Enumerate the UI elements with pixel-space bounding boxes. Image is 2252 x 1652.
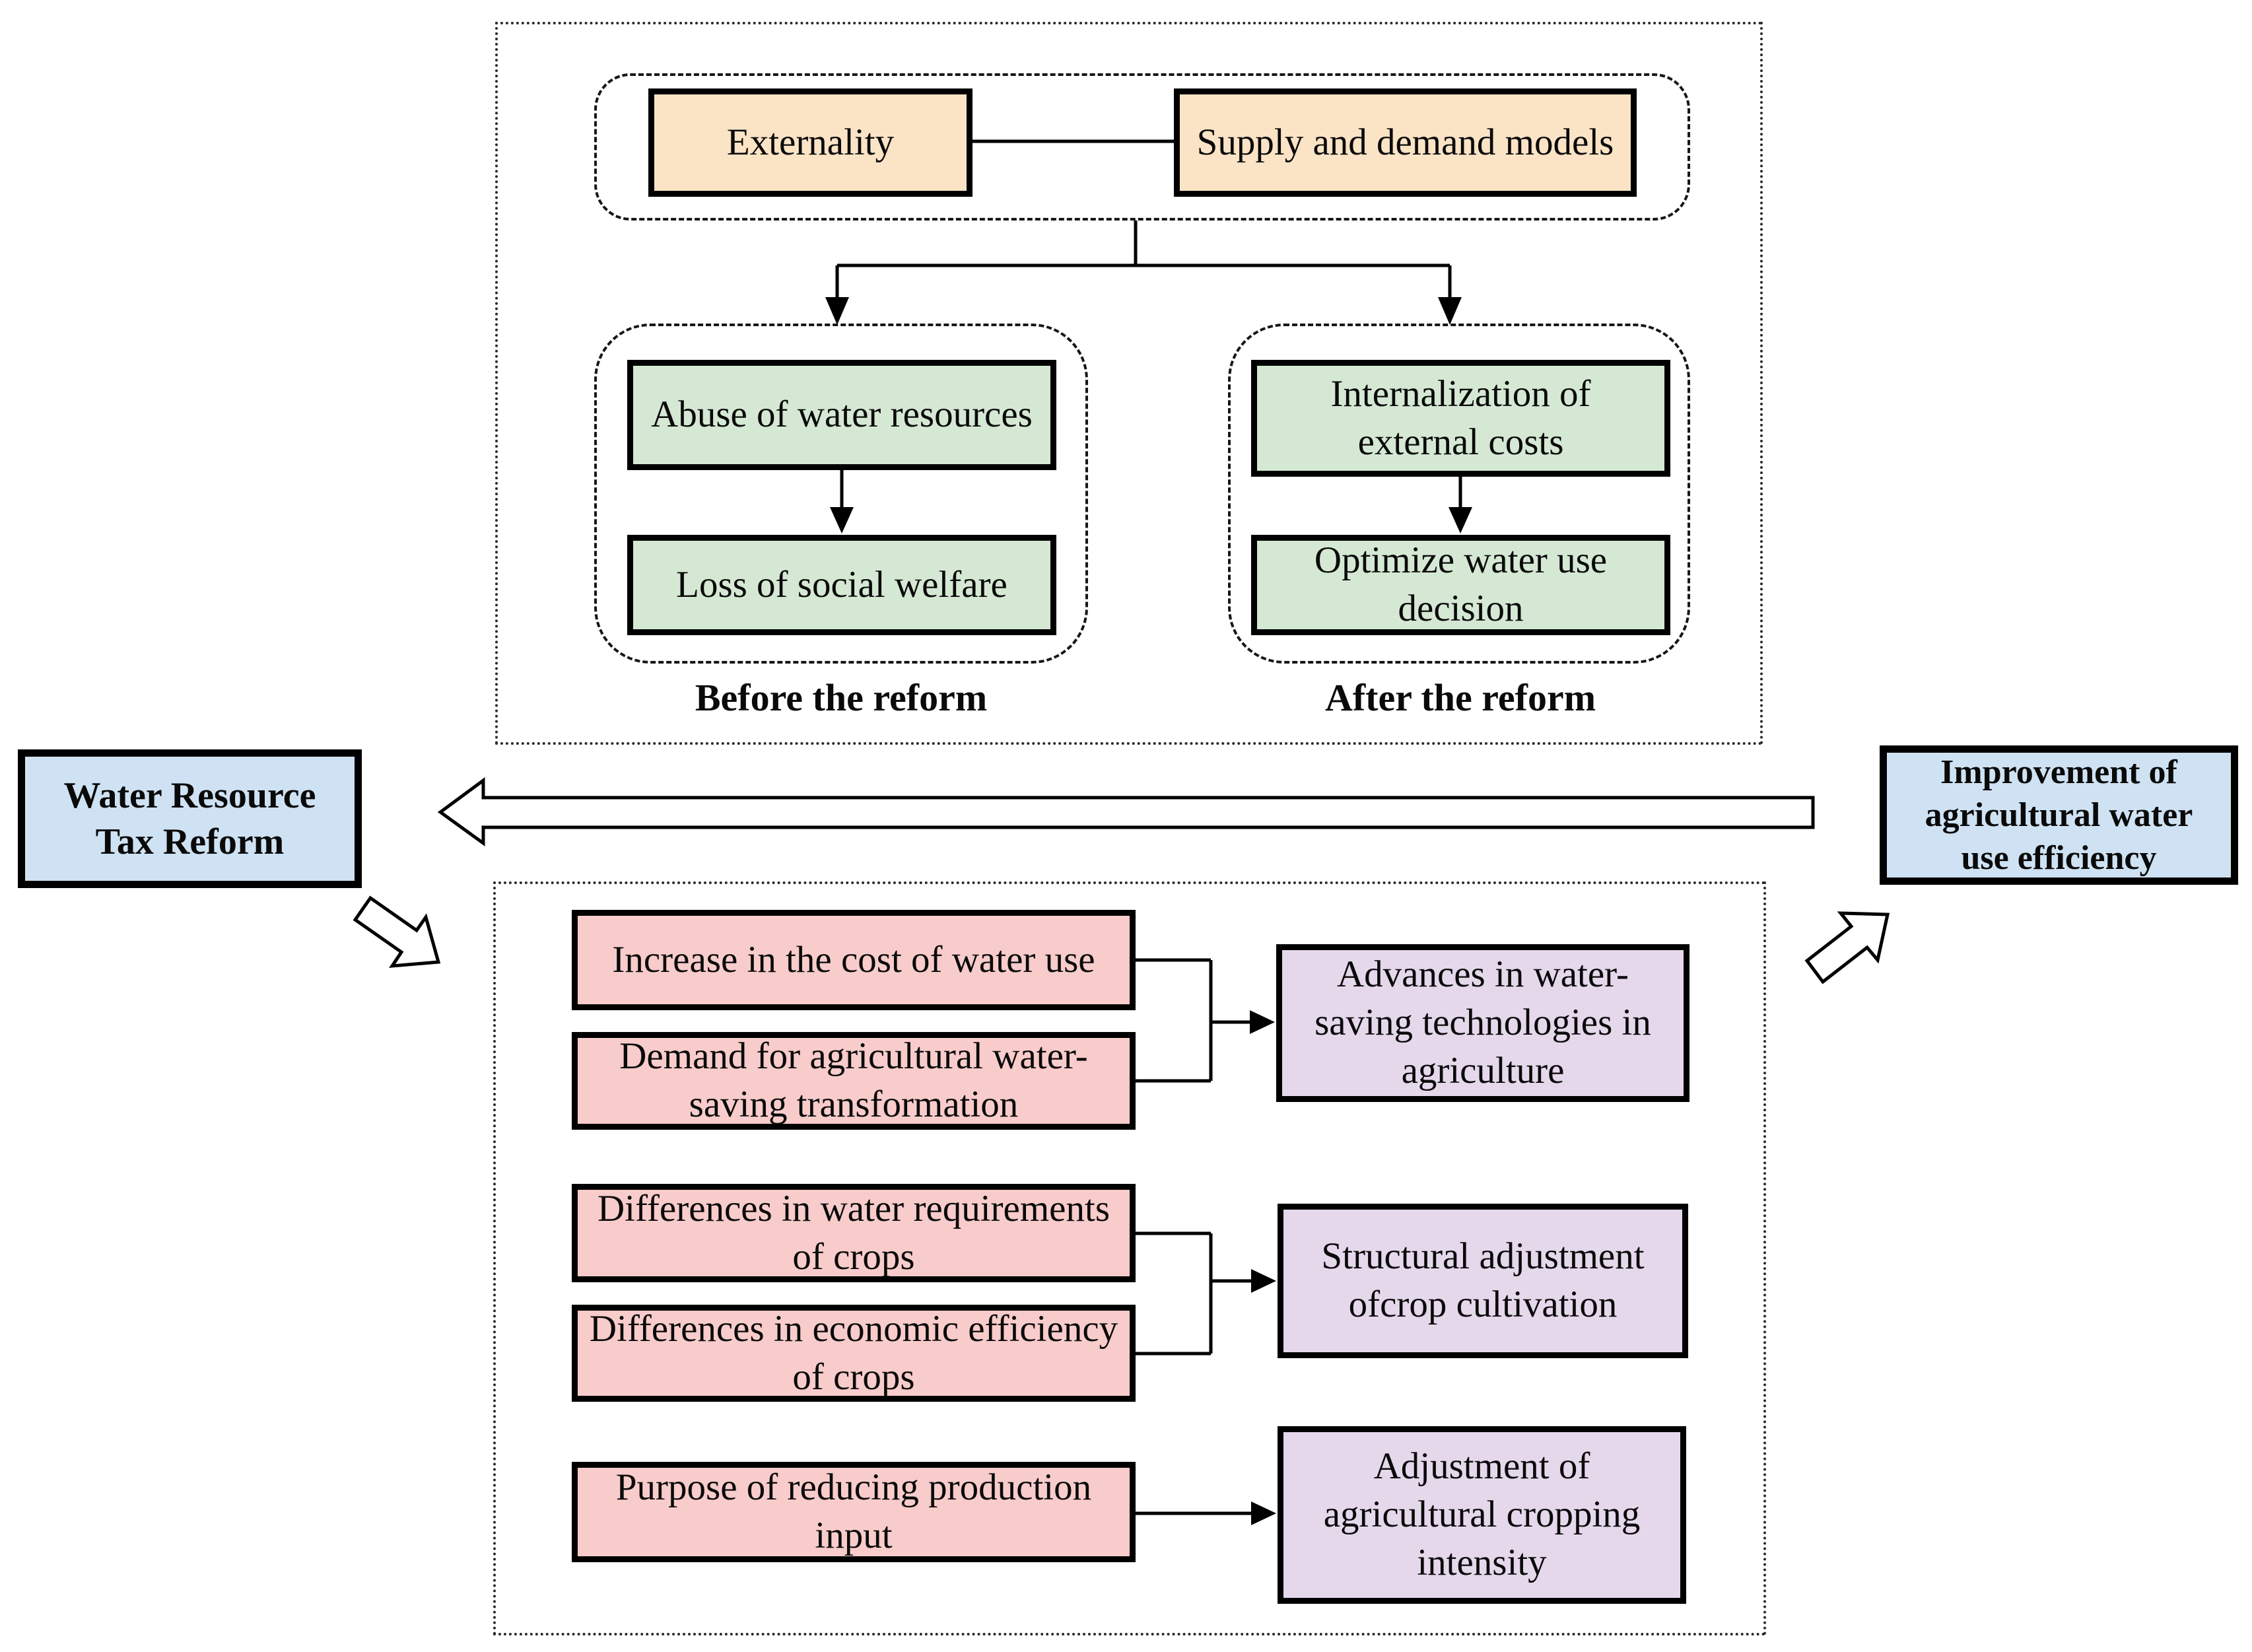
loss-social-welfare-label: Loss of social welfare <box>676 563 1007 605</box>
externality-box: Externality <box>648 88 972 197</box>
mechanism-panel <box>493 881 1766 1635</box>
after-reform-label: After the reform <box>1324 676 1596 719</box>
big-left-hollow-arrow <box>437 777 1815 846</box>
optimize-water-use-box: Optimize water use decision <box>1251 535 1670 635</box>
supply-demand-label: Supply and demand models <box>1196 121 1614 163</box>
externality-label: Externality <box>726 121 895 163</box>
cause-cost-increase-label: Increase in the cost of water use <box>612 938 1095 981</box>
improvement-efficiency-label: Improvement of agricultural water use ef… <box>1925 753 2193 877</box>
effect-structural-adjustment-box: Structural adjustment ofcrop cultivation <box>1278 1204 1688 1358</box>
optimize-water-use-label: Optimize water use decision <box>1314 539 1608 629</box>
before-reform-label: Before the reform <box>695 676 988 719</box>
improvement-efficiency-box: Improvement of agricultural water use ef… <box>1880 745 2238 885</box>
theory-group-frame <box>594 73 1690 221</box>
cause-water-saving-demand-box: Demand for agricultural water-saving tra… <box>572 1032 1136 1130</box>
cause-water-saving-demand-label: Demand for agricultural water-saving tra… <box>619 1035 1088 1125</box>
cause-reduce-input-label: Purpose of reducing production input <box>615 1466 1092 1556</box>
abuse-water-resources-label: Abuse of water resources <box>651 394 1033 436</box>
water-resource-tax-reform-box: Water Resource Tax Reform <box>18 749 362 888</box>
effect-water-saving-tech-box: Advances in water-saving technologies in… <box>1276 944 1689 1102</box>
effect-cropping-intensity-label: Adjustment of agricultural cropping inte… <box>1323 1445 1641 1583</box>
after-reform-group-frame <box>1228 324 1690 664</box>
cause-water-requirements-label: Differences in water requirements of cro… <box>597 1187 1110 1278</box>
cause-reduce-input-box: Purpose of reducing production input <box>572 1462 1136 1562</box>
supply-demand-box: Supply and demand models <box>1174 88 1637 197</box>
internalization-costs-box: Internalization of external costs <box>1251 360 1670 477</box>
up-right-hollow-arrow <box>1804 911 1890 984</box>
loss-social-welfare-box: Loss of social welfare <box>627 535 1056 635</box>
internalization-costs-label: Internalization of external costs <box>1330 372 1591 463</box>
cause-water-requirements-box: Differences in water requirements of cro… <box>572 1184 1136 1282</box>
cause-economic-efficiency-label: Differences in economic efficiency of cr… <box>589 1307 1118 1398</box>
effect-water-saving-tech-label: Advances in water-saving technologies in… <box>1314 953 1651 1091</box>
cause-economic-efficiency-box: Differences in economic efficiency of cr… <box>572 1305 1136 1402</box>
reform-theory-panel <box>495 22 1763 745</box>
down-right-hollow-arrow <box>353 895 441 968</box>
before-reform-group-frame <box>594 324 1088 664</box>
cause-cost-increase-box: Increase in the cost of water use <box>572 910 1136 1010</box>
abuse-water-resources-box: Abuse of water resources <box>627 360 1056 470</box>
effect-cropping-intensity-box: Adjustment of agricultural cropping inte… <box>1278 1426 1686 1604</box>
water-resource-tax-reform-label: Water Resource Tax Reform <box>63 775 316 862</box>
effect-structural-adjustment-label: Structural adjustment ofcrop cultivation <box>1321 1235 1645 1325</box>
